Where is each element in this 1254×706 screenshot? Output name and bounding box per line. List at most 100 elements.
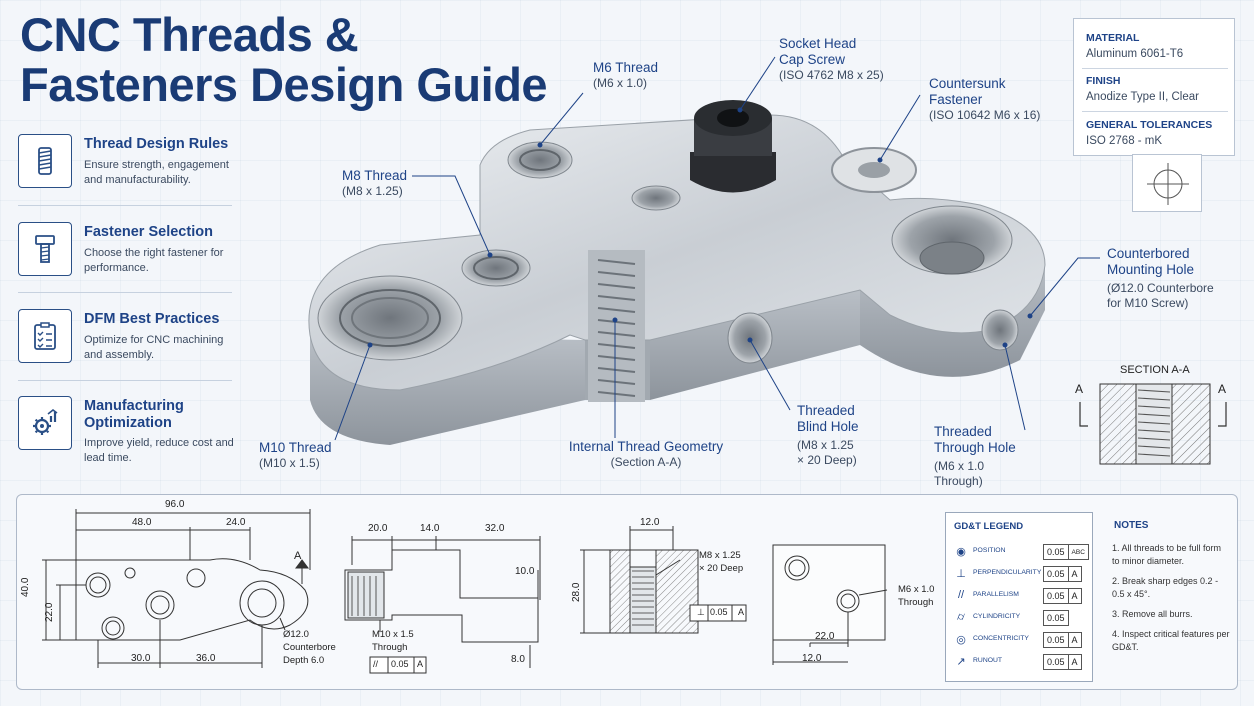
- dim-10: 10.0: [515, 566, 535, 577]
- gdt-value: 0.05: [1044, 633, 1069, 647]
- section-label-right: A: [1218, 382, 1227, 396]
- callout-title: M10 Thread: [259, 440, 332, 455]
- gdt-datum: A: [1071, 635, 1078, 645]
- fcf-value: 0.05: [710, 607, 728, 617]
- callout-subtitle: (M10 x 1.5): [259, 456, 320, 470]
- dim-height-22: 22.0: [44, 602, 55, 622]
- counterbore-note: Ø12.0 Counterbore Depth 6.0: [283, 628, 336, 667]
- note-item: 3. Remove all burrs.: [1112, 609, 1193, 619]
- callout-subtitle: (ISO 4762 M8 x 25): [779, 68, 884, 82]
- tolerance-label: GENERAL TOLERANCES: [1086, 119, 1213, 131]
- callout-subtitle: (Section A-A): [610, 455, 682, 469]
- thread-icon: [18, 134, 72, 188]
- gdt-name: PARALLELISM: [973, 591, 1019, 598]
- callout-m10-thread: M10 Thread (M10 x 1.5): [259, 440, 332, 471]
- callout-through-hole: Threaded Through Hole (M6 x 1.0 Through): [934, 424, 1016, 489]
- dim-20: 20.0: [368, 523, 388, 534]
- gdt-legend-title: GD&T LEGEND: [954, 521, 1024, 532]
- callout-blind-hole: Threaded Blind Hole (M8 x 1.25 × 20 Deep…: [797, 403, 859, 468]
- cylindricity-icon: ⌭: [957, 611, 965, 623]
- fcf-value: 0.05: [391, 659, 409, 669]
- bolt-icon: [18, 222, 72, 276]
- callout-counterbored: Counterbored Mounting Hole (Ø12.0 Counte…: [1107, 246, 1214, 311]
- thread-note-m10: M10 x 1.5 Through: [372, 628, 414, 654]
- drawing-side-view: [344, 536, 541, 674]
- dim-14: 14.0: [420, 523, 440, 534]
- dim-30: 30.0: [131, 653, 151, 664]
- callout-internal-thread: Internal Thread Geometry (Section A-A): [560, 439, 732, 470]
- sidebar-divider: [18, 205, 232, 206]
- dim-overall-width: 96.0: [165, 499, 185, 510]
- callout-title: M6 Thread: [593, 60, 659, 75]
- thread-note-m6: M6 x 1.0 Through: [898, 583, 934, 609]
- dim-48: 48.0: [132, 517, 152, 528]
- note-line: Ø12.0: [283, 629, 309, 640]
- dim-22: 22.0: [815, 631, 835, 642]
- gear-chart-icon: [18, 396, 72, 450]
- callout-title: Through Hole: [934, 440, 1016, 455]
- drawing-top-view: [42, 509, 311, 668]
- drawing-through-hole-view: [772, 544, 888, 665]
- drawing-blind-hole-section: [580, 526, 747, 634]
- note-line: Through: [898, 597, 934, 608]
- tolerance-symbol-box: [1132, 154, 1202, 212]
- dim-24: 24.0: [226, 517, 246, 528]
- callout-countersunk: Countersunk Fastener (ISO 10642 M6 x 16): [929, 76, 1040, 123]
- gdt-name: CYLINDRICITY: [973, 613, 1021, 620]
- gdt-name: PERPENDICULARITY: [973, 569, 1042, 576]
- fcf-datum: A: [738, 607, 745, 617]
- callout-leaders: [334, 56, 1100, 441]
- note-line: M10 x 1.5: [372, 629, 414, 640]
- sidebar-divider: [18, 292, 232, 293]
- note-item: 2. Break sharp edges 0.2 - 0.5 x 45°.: [1112, 576, 1219, 599]
- finish-value: Anodize Type II, Clear: [1086, 91, 1199, 103]
- note-item: 4. Inspect critical features per GD&T.: [1112, 629, 1230, 652]
- fcf-symbol: ⊥: [697, 607, 705, 617]
- callout-subtitle: (M6 x 1.0: [934, 459, 985, 473]
- feature-control-frame: 0.05: [1043, 610, 1069, 626]
- thread-note-m8: M8 x 1.25 × 20 Deep: [699, 549, 743, 575]
- notes-panel: NOTES 1. All threads to be full form to …: [1100, 512, 1230, 682]
- dim-height-40: 40.0: [20, 577, 31, 597]
- gdt-datum: A: [1071, 591, 1078, 601]
- callout-subtitle: for M10 Screw): [1107, 296, 1189, 310]
- callout-subtitle: (M8 x 1.25): [342, 184, 403, 198]
- gdt-name: POSITION: [973, 547, 1006, 554]
- note-line: × 20 Deep: [699, 563, 744, 574]
- dim-12: 12.0: [640, 517, 660, 528]
- sidebar-item-desc: Optimize for CNC machining and assembly.: [84, 334, 224, 361]
- gdt-row: ⌭ CYLINDRICITY 0.05: [946, 607, 1094, 629]
- note-line: Depth 6.0: [283, 655, 325, 666]
- callout-title: M8 Thread: [342, 168, 408, 183]
- cnc-part-illustration: [308, 100, 1046, 445]
- dim-32: 32.0: [485, 523, 505, 534]
- sidebar-item-title: Thread Design Rules: [84, 136, 229, 152]
- callout-title: Mounting Hole: [1107, 262, 1195, 277]
- m10-thread-hole: [317, 275, 463, 361]
- section-thread-lines: [597, 259, 636, 397]
- gdt-name: RUNOUT: [973, 657, 1003, 664]
- page-title: CNC Threads & Fasteners Design Guide: [20, 10, 548, 110]
- sidebar-item-desc: Improve yield, reduce cost and lead time…: [84, 437, 234, 464]
- spec-divider: [1082, 111, 1228, 112]
- gdt-datum: ABC: [1071, 549, 1085, 556]
- m6-thread-hole: [507, 141, 573, 179]
- callout-title: Blind Hole: [797, 419, 859, 434]
- callout-title: Cap Screw: [779, 52, 846, 67]
- callout-m6-thread: M6 Thread (M6 x 1.0): [593, 60, 658, 91]
- dim-12-bottom: 12.0: [802, 653, 822, 664]
- callout-subtitle: (M6 x 1.0): [593, 76, 648, 90]
- dim-36: 36.0: [196, 653, 216, 664]
- note-line: M8 x 1.25: [699, 550, 741, 561]
- note-line: Counterbore: [283, 642, 336, 653]
- callout-title: Counterbored: [1107, 246, 1190, 261]
- gdt-value: 0.05: [1047, 613, 1065, 623]
- gdt-value: 0.05: [1044, 589, 1069, 603]
